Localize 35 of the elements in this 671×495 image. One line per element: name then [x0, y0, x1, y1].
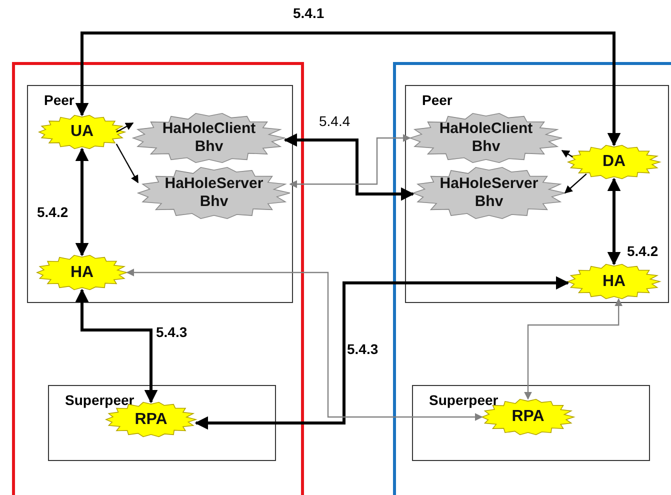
group-heading: Peer: [44, 92, 74, 108]
behavior-starburst: HaHoleServer Bhv: [138, 167, 290, 219]
thick-arrow: [75, 288, 158, 404]
edge-label: 5.4.4: [318, 114, 352, 130]
arrow: [116, 122, 134, 133]
thick-arrow: [607, 178, 621, 266]
edge-label: 5.4.2: [36, 205, 70, 220]
arrow: [289, 134, 411, 188]
region-frame: [12, 62, 304, 495]
arrow: [126, 268, 483, 421]
region-frame: [393, 62, 671, 495]
arrow: [561, 150, 573, 158]
arrow: [524, 298, 623, 400]
thick-arrow: [284, 133, 414, 201]
edge-label: 5.4.3: [346, 342, 380, 358]
group-frame: [48, 385, 276, 461]
agent-starburst: HA: [568, 264, 660, 299]
edge-label: 5.4.1: [292, 6, 326, 22]
arrow: [116, 144, 139, 184]
arrow: [564, 173, 587, 194]
group-frame: [27, 85, 293, 303]
agent-starburst: DA: [568, 145, 660, 179]
edge-label: 5.4.3: [155, 325, 188, 340]
thick-arrow: [75, 32, 621, 146]
behavior-starburst: HaHoleServer Bhv: [413, 167, 565, 219]
agent-starburst: HA: [37, 255, 127, 290]
thick-arrow: [75, 148, 89, 256]
group-frame: [412, 385, 650, 461]
behavior-starburst: HaHoleClient Bhv: [133, 113, 285, 163]
agent-starburst: UA: [39, 115, 125, 149]
behavior-starburst: HaHoleClient Bhv: [410, 113, 562, 163]
thick-arrow: [194, 276, 570, 430]
group-heading: Peer: [422, 92, 452, 108]
group-frame: [405, 85, 669, 303]
edge-label: 5.4.2: [626, 244, 660, 260]
